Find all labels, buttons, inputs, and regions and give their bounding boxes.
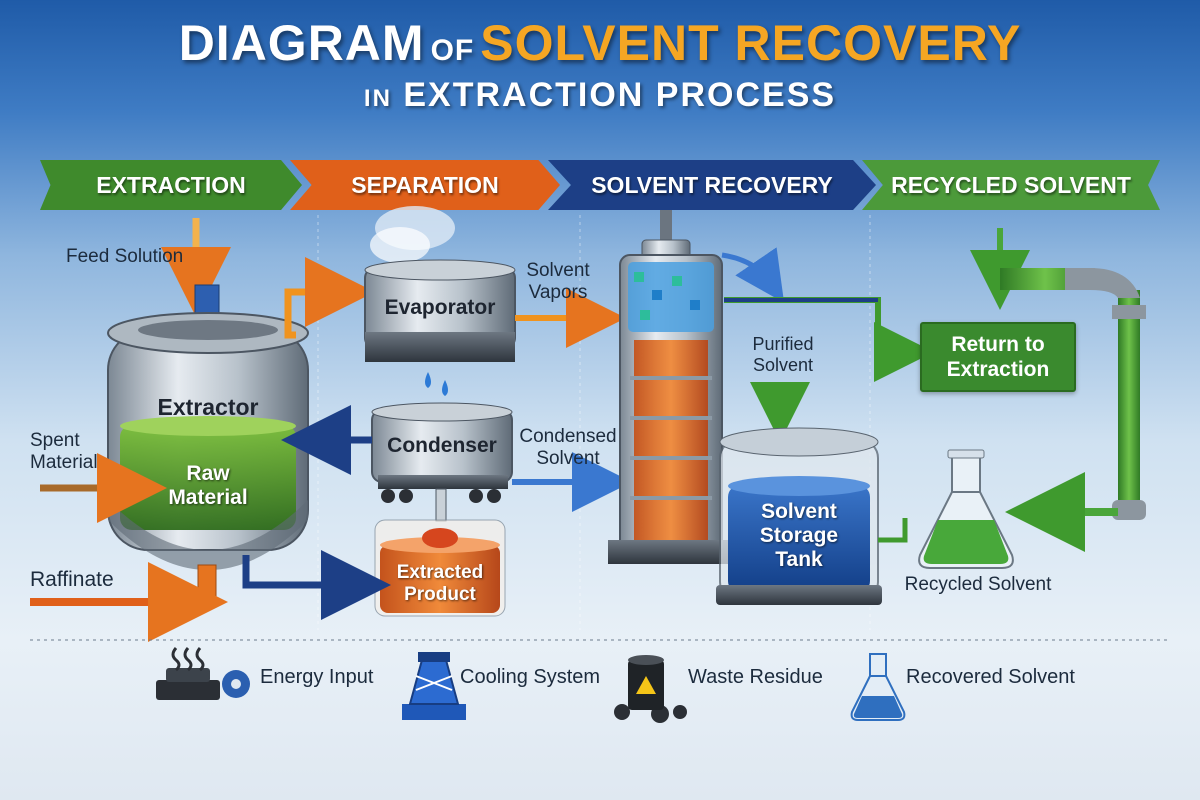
extractor-label: Extractor [157,394,259,420]
solvent-vapors-label-2: Vapors [528,281,588,303]
raffinate-label: Raffinate [30,568,114,591]
title-subtitle: EXTRACTION PROCESS [403,76,837,114]
stage-banner-recycled-solvent: RECYCLED SOLVENT [862,160,1160,210]
extractor-tank [107,284,309,606]
extracted-product-beaker [374,519,506,617]
storage-tank-label: Solvent Storage Tank [734,500,864,572]
extracted-product-label-1: Extracted [396,562,484,583]
condenser-label: Condenser [387,434,497,457]
extracted-product-label: Extracted Product [380,562,500,606]
solvent-storage-tank [716,427,882,605]
spent-material-label: Spent Material [30,430,98,474]
distillation-column [608,210,734,564]
legend-recovered-solvent: Recovered Solvent [898,666,1075,689]
storage-tank-label-2: Storage [759,524,839,548]
raw-material-label: Raw Material [150,462,266,510]
stage-banner-solvent-recovery: SOLVENT RECOVERY [548,160,876,210]
flask-icon [850,653,906,721]
title-word-in: IN [363,85,392,112]
recycle-pipe [970,228,1146,552]
stage-banner-extraction: EXTRACTION [40,160,302,210]
legend-energy-input-label: Energy Input [260,666,374,688]
return-to-extraction-box: Return to Extraction [920,322,1076,392]
title-word-of: OF [430,34,475,67]
return-label-1: Return to [951,332,1045,356]
solvent-vapors-label-1: Solvent [526,260,590,281]
storage-to-flask-arrow [878,518,908,543]
legend-cooling-system: Cooling System [452,666,600,689]
extractor-to-evaporator-arrow [284,257,375,339]
condensed-solvent-label: Condensed Solvent [516,426,620,470]
storage-tank-label-1: Solvent [761,500,837,523]
recycled-solvent-label: Recycled Solvent [904,574,1052,595]
cooling-tower-icon [402,652,466,720]
legend-waste-residue-label: Waste Residue [688,666,823,688]
recycled-solvent-flask [918,449,1014,569]
feed-solution-label: Feed Solution [66,246,184,267]
title-word-solvent-recovery: SOLVENT RECOVERY [480,15,1022,71]
solvent-vapors-label: Solvent Vapors [518,260,598,304]
return-label-2: Extraction [946,358,1050,381]
evaporator-unit [364,206,516,396]
raw-material-label-2: Material [168,486,248,510]
purified-solvent-label-1: Purified [752,334,814,354]
stage-banner-separation: SEPARATION [290,160,560,210]
extractor-to-product-arrow [242,550,391,620]
legend-energy-input: Energy Input [252,666,373,689]
extracted-product-label-2: Product [404,583,476,605]
column-vapor-return-arrow [721,247,785,303]
storage-tank-label-3: Tank [775,548,823,572]
condensed-solvent-label-2: Solvent [536,447,600,469]
condensed-solvent-label-1: Condensed [519,426,617,447]
title-word-diagram: DIAGRAM [178,15,425,71]
condenser-unit [371,402,513,522]
legend-waste-residue: Waste Residue [680,666,823,689]
legend-recovered-solvent-label: Recovered Solvent [906,666,1075,688]
legend-cooling-system-label: Cooling System [460,666,601,688]
purified-solvent-label-2: Solvent [752,354,814,375]
energy-input-icon [156,647,250,700]
evaporator-label: Evaporator [384,296,496,319]
purified-solvent-label: Purified Solvent [738,334,828,375]
raw-material-label-1: Raw [186,462,230,485]
waste-barrel-icon [614,655,687,723]
spent-material-label-2: Material [30,451,98,473]
spent-material-label-1: Spent [30,430,80,451]
